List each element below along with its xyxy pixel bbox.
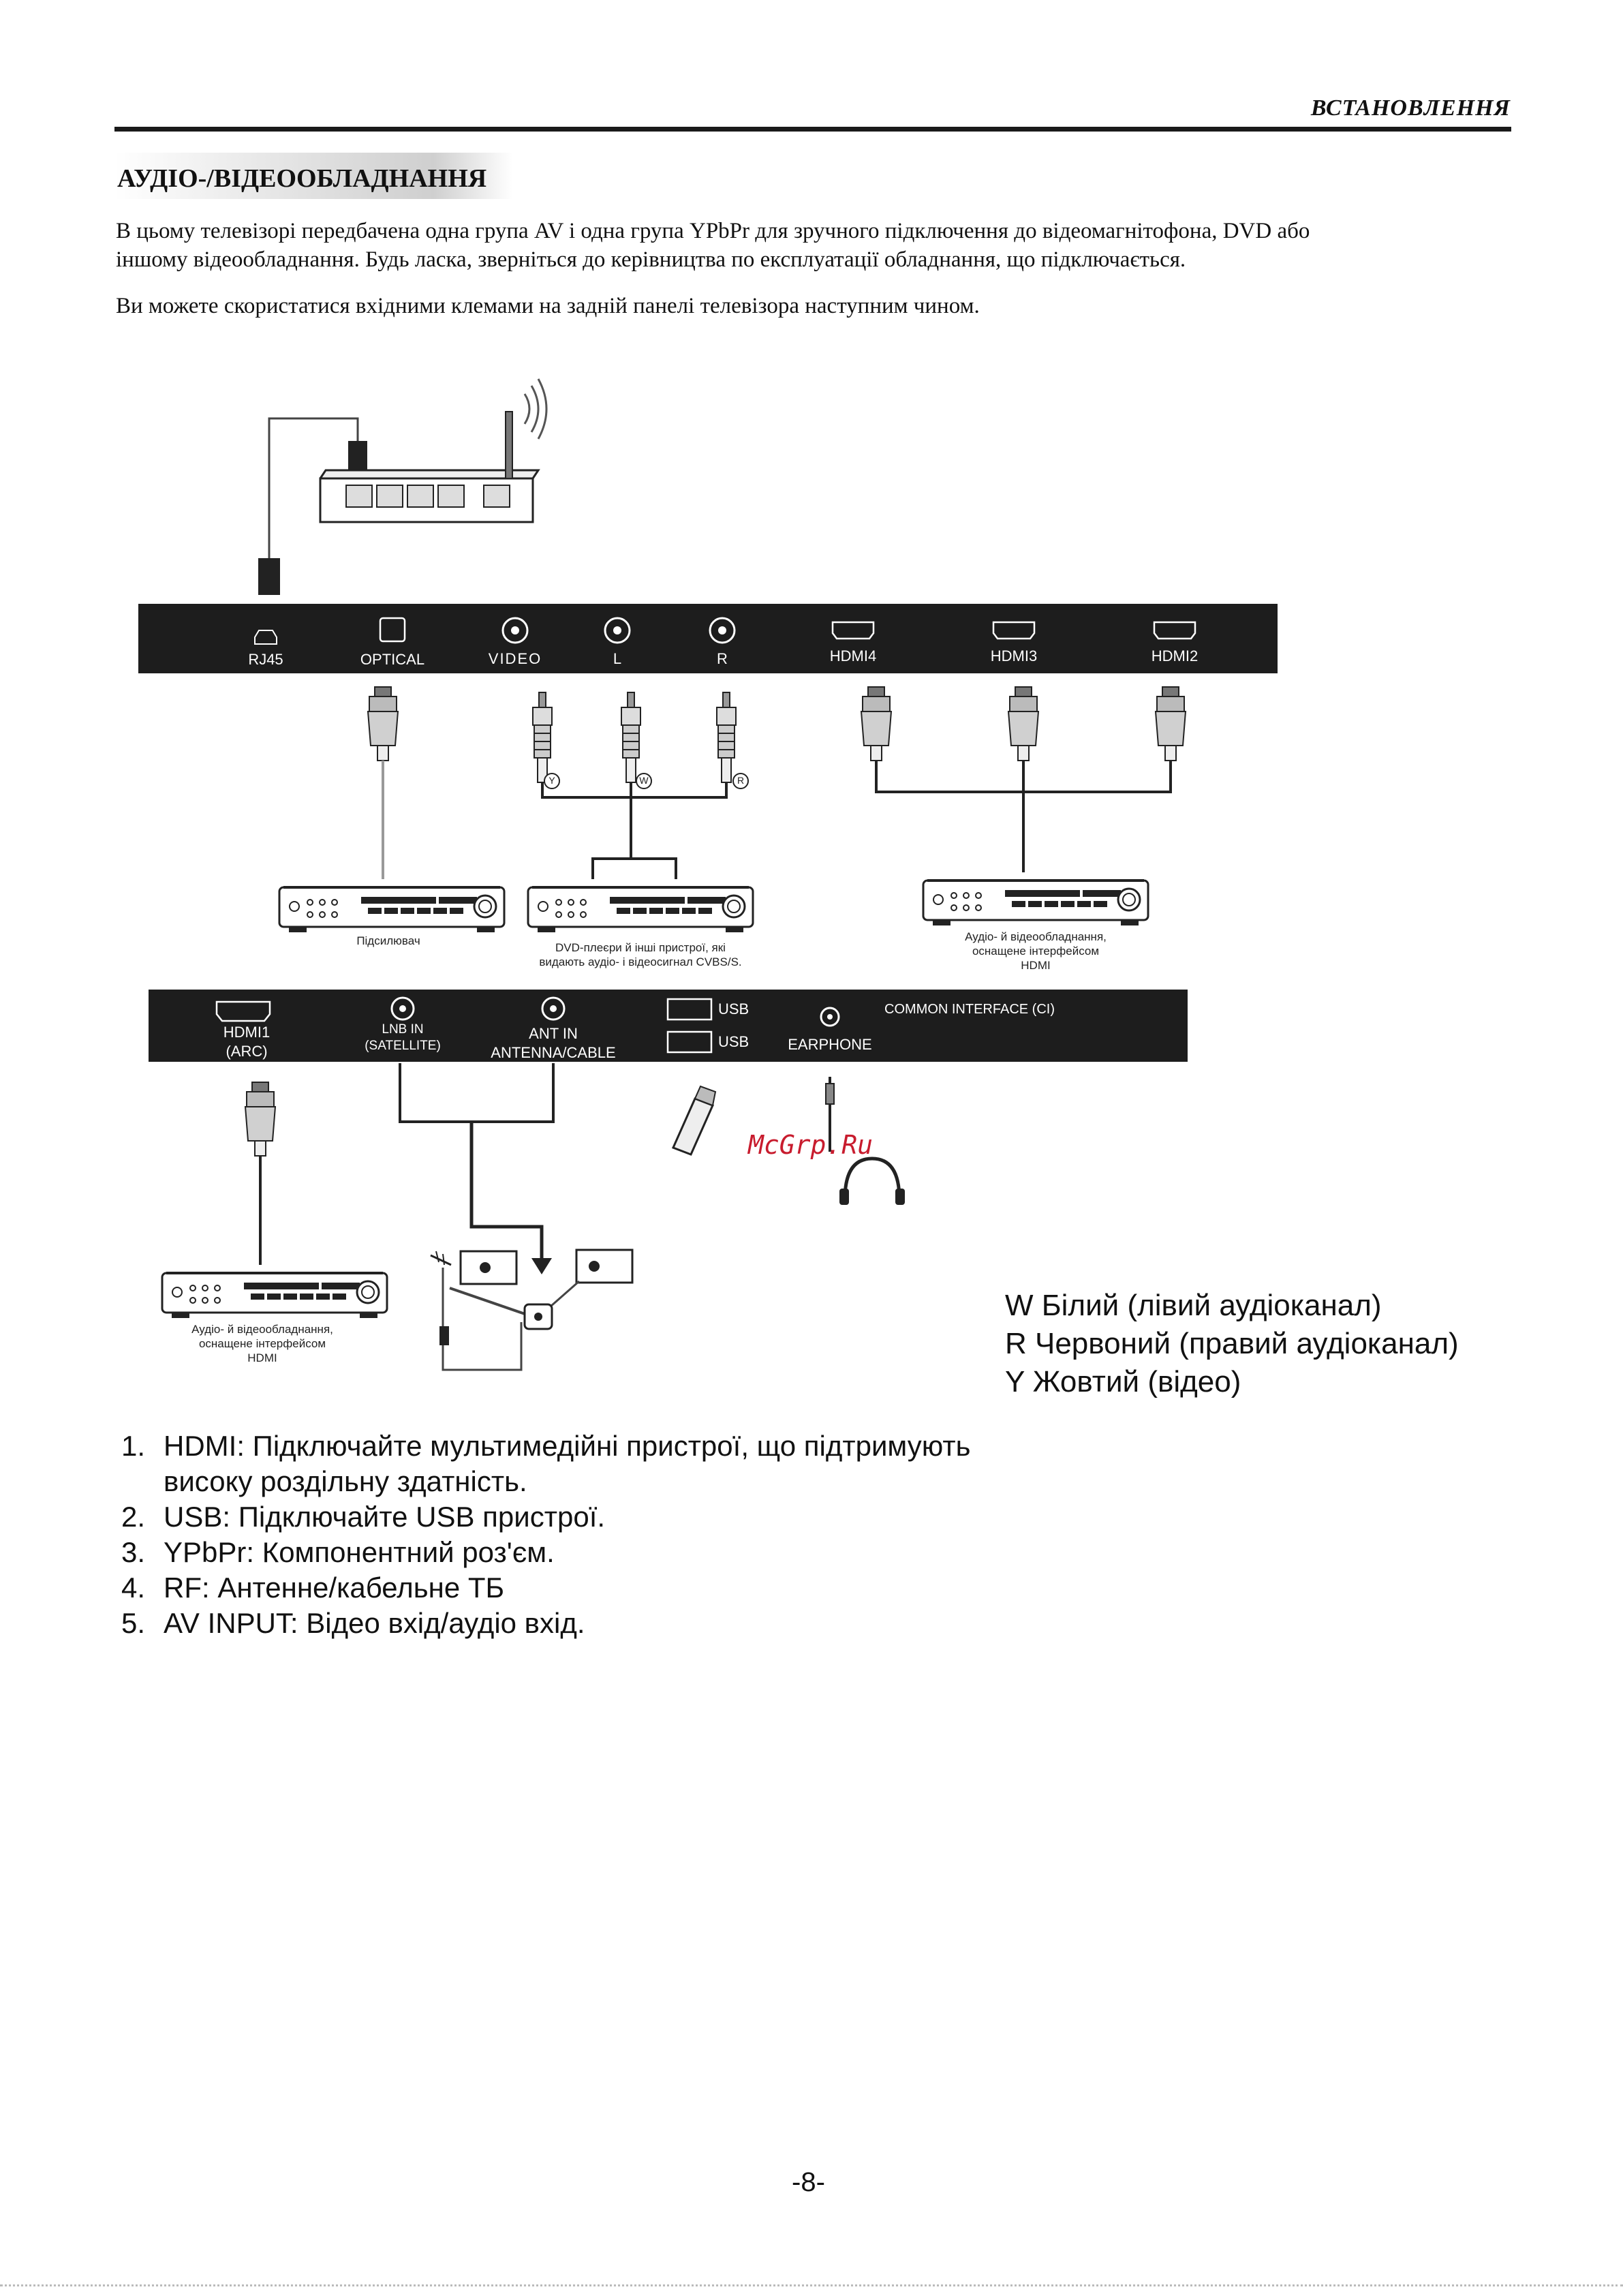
lnb-label: LNB IN	[382, 1022, 424, 1037]
hdmi3-port-icon	[992, 621, 1036, 640]
list-text: USB: Підключайте USB пристрої.	[164, 1501, 606, 1533]
dvd-player-device-icon	[527, 886, 754, 934]
optical-port-icon	[379, 617, 406, 643]
antenna-setup-icon	[430, 1249, 634, 1371]
audio-r-jack-icon	[709, 617, 736, 644]
rj45-port-icon	[254, 630, 277, 645]
list-item-2: 2. USB: Підключайте USB пристрої.	[121, 1499, 605, 1535]
hdmi4-plug-icon	[861, 686, 892, 761]
list-item-3: 3. YPbPr: Компонентний роз'єм.	[121, 1535, 555, 1570]
hdmi1-label: HDMI1	[223, 1024, 270, 1041]
hdmi-av-device-icon	[922, 879, 1149, 927]
list-number: 2.	[121, 1501, 146, 1533]
l-label: L	[613, 650, 622, 667]
hdmi2-label: HDMI2	[1151, 647, 1199, 664]
legend-white: W Білий (лівий аудіоканал)	[1005, 1289, 1382, 1322]
arc-device-label-line-1: Аудіо- й відеообладнання,	[191, 1323, 333, 1336]
white-cable-mark: W	[639, 775, 649, 786]
section-title: АУДІО-/ВІДЕООБЛАДНАННЯ	[117, 164, 487, 193]
tv-panel-top	[138, 604, 1278, 673]
list-number: 3.	[121, 1536, 146, 1568]
hdmi-device-label-line-2: оснащене інтерфейсом	[972, 945, 1100, 958]
hdmi3-plug-icon	[1008, 686, 1039, 761]
connection-diagram	[138, 378, 1278, 1371]
hdmi1-arc-label: (ARC)	[226, 1043, 268, 1060]
hdmi-device-label-line-3: HDMI	[1021, 959, 1051, 972]
intro-line-1: В цьому телевізорі передбачена одна груп…	[116, 219, 1310, 243]
video-label: VIDEO	[488, 650, 542, 667]
header-title: ВСТАНОВЛЕННЯ	[1310, 95, 1511, 121]
legend-yellow: Y Жовтий (відео)	[1005, 1365, 1241, 1398]
list-item-1-continuation: високу роздільну здатність.	[164, 1465, 527, 1497]
hdmi1-port-icon	[215, 1000, 271, 1022]
usb1-label: USB	[718, 1000, 749, 1017]
hdmi2-port-icon	[1153, 621, 1196, 640]
optical-plug-icon	[367, 686, 399, 761]
amplifier-label: Підсилювач	[356, 934, 420, 947]
bottom-dotted-line	[0, 2284, 1623, 2289]
list-number: 4.	[121, 1572, 146, 1604]
headphones-icon	[843, 1157, 901, 1200]
amplifier-device-icon	[278, 886, 506, 934]
section-title-background	[114, 153, 513, 199]
hdmi1-plug-icon	[245, 1082, 276, 1157]
audio-l-jack-icon	[604, 617, 631, 644]
router-icon	[258, 378, 548, 595]
arc-device-label-line-3: HDMI	[247, 1351, 277, 1364]
legend-red: R Червоний (правий аудіоканал)	[1005, 1327, 1459, 1360]
earphone-label: EARPHONE	[788, 1036, 872, 1053]
list-item-1: 1. HDMI: Підключайте мультимедійні пристр…	[121, 1428, 970, 1464]
ci-label: COMMON INTERFACE (CI)	[884, 1002, 1055, 1017]
rj45-label: RJ45	[248, 651, 283, 668]
hdmi3-label: HDMI3	[990, 647, 1038, 664]
usb2-label: USB	[718, 1033, 749, 1050]
r-label: R	[717, 650, 728, 667]
watermark: McGrp.Ru	[748, 1130, 874, 1160]
rca-plug-red-icon	[716, 692, 737, 783]
list-text: RF: Антенне/кабельне ТБ	[164, 1572, 505, 1604]
usb-stick-icon	[671, 1085, 717, 1156]
lnb-satellite-label: (SATELLITE)	[365, 1039, 441, 1053]
list-text: YPbPr: Компонентний роз'єм.	[164, 1536, 555, 1568]
list-number: 1.	[121, 1430, 146, 1462]
yellow-cable-mark: Y	[548, 775, 555, 786]
arc-device-label-line-2: оснащене інтерфейсом	[198, 1337, 326, 1350]
hdmi-arc-device-icon	[161, 1272, 388, 1319]
hdmi4-label: HDMI4	[829, 647, 877, 664]
lnb-jack-icon	[390, 996, 415, 1021]
rca-plug-white-icon	[621, 692, 641, 783]
ant-jack-icon	[541, 996, 566, 1021]
ant-label: ANT IN	[529, 1025, 578, 1042]
optical-label: OPTICAL	[360, 651, 425, 668]
usb1-port-icon	[666, 998, 713, 1021]
rca-plug-yellow-icon	[532, 692, 553, 783]
list-item-5: 5. AV INPUT: Відео вхід/аудіо вхід.	[121, 1606, 585, 1641]
list-text: HDMI: Підключайте мультимедійні пристрої…	[164, 1430, 971, 1462]
list-text: AV INPUT: Відео вхід/аудіо вхід.	[164, 1607, 585, 1639]
dvd-label-line-1: DVD-плеєри й інші пристрої, які	[555, 941, 726, 954]
header-rule	[114, 127, 1511, 132]
hdmi-device-label-line-1: Аудіо- й відеообладнання,	[965, 930, 1107, 943]
video-jack-icon	[501, 617, 529, 644]
earphone-jack-icon	[820, 1007, 840, 1027]
intro-line-3: Ви можете скористатися вхідними клемами …	[116, 294, 980, 318]
usb2-port-icon	[666, 1030, 713, 1054]
ant-cable-label: ANTENNA/CABLE	[491, 1044, 616, 1061]
red-cable-mark: R	[737, 775, 745, 786]
dvd-label-line-2: видають аудіо- і відеосигнал CVBS/S.	[539, 955, 742, 968]
hdmi2-plug-icon	[1155, 686, 1186, 761]
intro-line-2: іншому відеообладнання. Будь ласка, звер…	[116, 247, 1186, 272]
list-number: 5.	[121, 1607, 146, 1639]
page-number: -8-	[792, 2167, 825, 2197]
hdmi4-port-icon	[831, 621, 875, 640]
list-item-4: 4. RF: Антенне/кабельне ТБ	[121, 1570, 504, 1606]
